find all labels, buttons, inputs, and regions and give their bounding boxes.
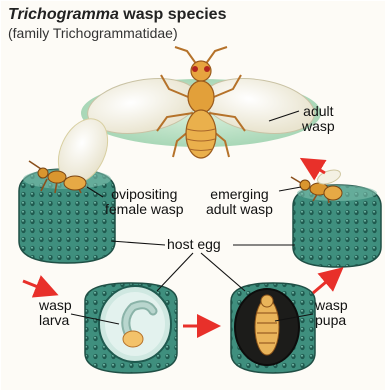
- arrow-pupa-to-emerging: [313, 271, 339, 293]
- adult-wasp-illustration: [81, 47, 321, 158]
- leader-host-egg-bottom-right: [201, 253, 245, 291]
- leader-host-egg-left: [111, 241, 165, 245]
- wasp-thorax: [188, 81, 214, 113]
- host-egg-pupa: [231, 283, 315, 373]
- leader-host-egg-bottom-left: [157, 253, 193, 291]
- arrow-oviposit-to-larva: [23, 281, 53, 293]
- label-wasp-pupa: wasp pupa: [315, 298, 348, 328]
- leader-emerging: [279, 187, 301, 191]
- label-ovipositing-female-wasp: ovipositing female wasp: [105, 187, 184, 217]
- label-adult-wasp: adult wasp: [302, 104, 335, 134]
- label-emerging-adult-wasp: emerging adult wasp: [206, 187, 273, 217]
- host-egg-larva: [85, 283, 177, 373]
- label-host-egg: host egg: [167, 237, 221, 252]
- arrow-emerging-to-adult: [305, 161, 325, 173]
- label-wasp-larva: wasp larva: [39, 298, 72, 328]
